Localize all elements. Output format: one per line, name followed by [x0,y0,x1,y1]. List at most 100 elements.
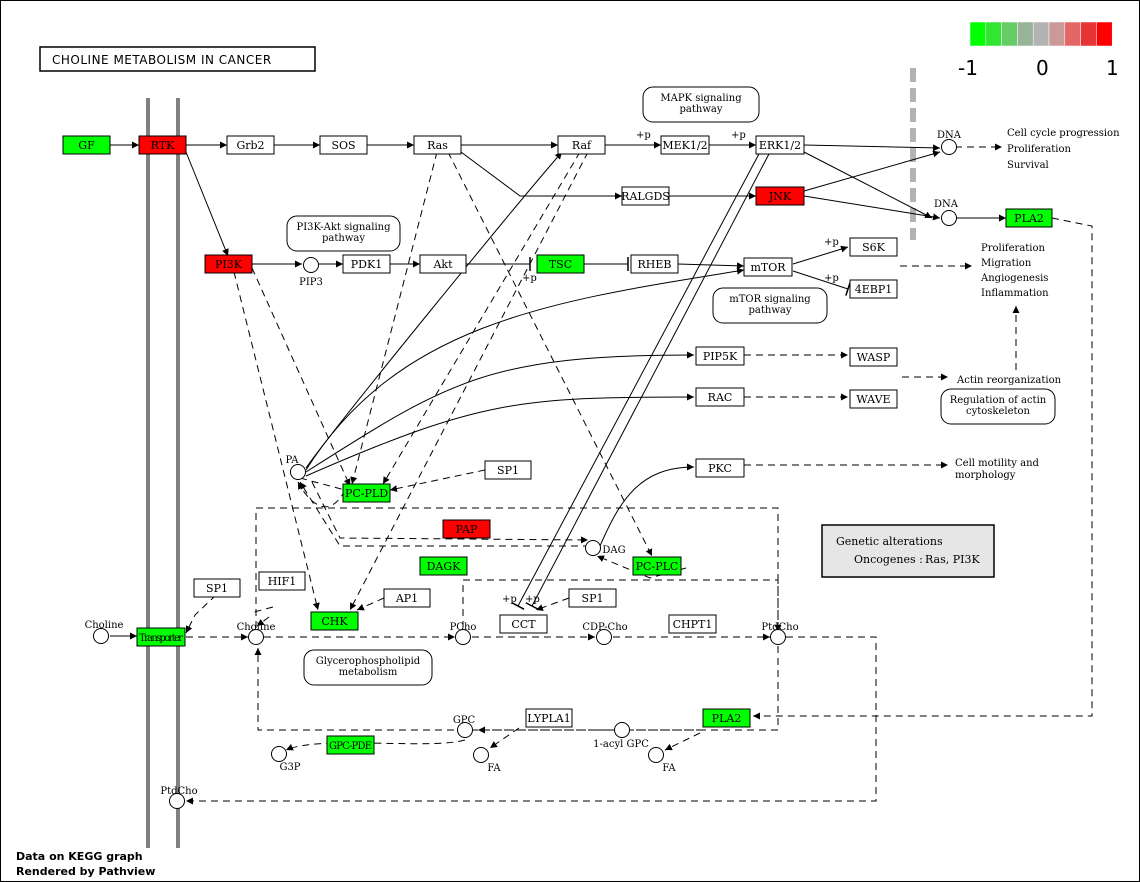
outcome-cell-motility: morphology [955,470,1016,481]
gene-rac[interactable]: RAC [695,387,745,407]
gene-gpcpde[interactable]: GPC-PDE [326,735,375,755]
gene-hif1[interactable]: HIF1 [258,571,306,591]
gene-pkc[interactable]: PKC [695,458,745,478]
gene-cct[interactable]: CCT [499,614,548,634]
gene-box [695,387,745,407]
compound-g3p[interactable]: G3P [271,746,301,774]
gene-s6k[interactable]: S6K [849,237,898,257]
compound-label: GPC [453,715,476,726]
compound-gpc[interactable]: GPC [453,715,476,738]
outcome-proliferation: Angiogenesis [980,273,1048,284]
gene-box [660,135,710,155]
gene-gf[interactable]: GF [62,135,111,155]
gene-label: RHEB [638,258,672,271]
compound-label: FA [487,763,501,774]
gene-label: PAP [456,523,478,536]
gene-box [849,237,898,257]
outcome-proliferation: Proliferation [981,243,1046,254]
gene-sp1b[interactable]: SP1 [193,578,241,598]
gene-label: WASP [857,351,891,364]
gene-label: RTK [151,139,175,152]
gene-mek[interactable]: MEK1/2 [660,135,710,155]
compound-nodes: PIP3 DNA DNA PA DAG Choline Choline PCho CDP-Cho… [85,130,962,809]
map-box [940,388,1056,425]
gene-transporter[interactable]: Transporter [136,627,186,647]
compound-cdpcho[interactable]: CDP-Cho [582,622,628,645]
map-label-line: Regulation of actin [950,395,1047,406]
gene-pcpld[interactable]: PC-PLD [342,483,391,503]
gene-label: ERK1/2 [759,139,801,152]
gene-pla2top[interactable]: PLA2 [1005,208,1053,228]
gene-rtk[interactable]: RTK [138,135,187,155]
gene-box [755,135,805,155]
gene-box [136,627,186,647]
gene-sp1c[interactable]: SP1 [568,588,617,608]
gene-jnk[interactable]: JNK [755,186,805,206]
gene-wave[interactable]: WAVE [849,389,898,409]
compound-circle [941,139,957,155]
gene-dagk[interactable]: DAGK [419,556,468,576]
gene-label: DAGK [427,560,462,573]
gene-mtor[interactable]: mTOR [743,257,793,277]
gene-ap1[interactable]: AP1 [383,588,431,608]
gene-pla2bot[interactable]: PLA2 [702,708,751,728]
gene-pi3k[interactable]: PI3K [204,254,253,274]
gene-box [193,578,241,598]
compound-pip3[interactable]: PIP3 [299,257,323,289]
gene-pcplc[interactable]: PC-PLC [632,556,682,576]
gene-ras[interactable]: Ras [413,135,462,155]
compound-dag[interactable]: DAG [585,540,626,557]
gene-pdk1[interactable]: PDK1 [342,254,391,274]
gene-box [621,186,670,206]
compound-choline_in[interactable]: Choline [237,622,276,645]
gene-label: SP1 [206,582,228,595]
gene-label: Akt [432,258,453,271]
gene-label: SP1 [497,464,519,477]
compound-dna2[interactable]: DNA [934,199,959,226]
compound-dna1[interactable]: DNA [937,130,962,155]
compound-ptdcho2[interactable]: PtdCho [160,786,198,809]
gene-chk[interactable]: CHK [310,611,359,631]
diagram-title: CHOLINE METABOLISM IN CANCER [39,46,316,72]
compound-fa2[interactable]: FA [648,747,677,775]
gene-grb2[interactable]: Grb2 [226,135,275,155]
gene-box [204,254,253,274]
gene-box [226,135,275,155]
compound-fa1[interactable]: FA [473,747,502,775]
gene-label: GPC-PDE [329,741,372,752]
gene-label: mTOR [750,261,786,274]
phospho-mark: +p [522,273,537,284]
compound-acylgpc[interactable]: 1-acyl GPC [593,722,649,751]
gene-wasp[interactable]: WASP [849,347,898,367]
gene-4ebp1[interactable]: 4EBP1 [849,279,898,299]
gene-raf[interactable]: Raf [557,135,606,155]
compound-ptdcho[interactable]: PtdCho [761,622,799,645]
compound-label: PA [285,455,299,466]
gene-box [755,186,805,206]
outcome-actin-reorganization: Actin reorganization [956,375,1062,386]
gene-chpt1[interactable]: CHPT1 [668,614,717,634]
gene-erk[interactable]: ERK1/2 [755,135,805,155]
gene-label: PI3K [215,258,243,271]
gene-tsc[interactable]: TSC [536,254,585,274]
compound-choline_out[interactable]: Choline [85,620,124,644]
gene-label: SP1 [582,592,604,605]
compound-pa[interactable]: PA [285,455,306,480]
gene-lypla1[interactable]: LYPLA1 [525,708,573,728]
gene-akt[interactable]: Akt [419,254,467,274]
gene-pap[interactable]: PAP [442,519,491,539]
phospho-mark: +p [636,130,651,141]
compound-pcho[interactable]: PCho [450,622,477,645]
gene-pip5k[interactable]: PIP5K [695,346,745,366]
gene-label: LYPLA1 [527,712,571,725]
gene-sp1a[interactable]: SP1 [484,460,532,480]
gene-sos[interactable]: SOS [319,135,368,155]
gene-ralgds[interactable]: RALGDS [621,186,670,206]
gene-rheb[interactable]: RHEB [630,254,679,274]
